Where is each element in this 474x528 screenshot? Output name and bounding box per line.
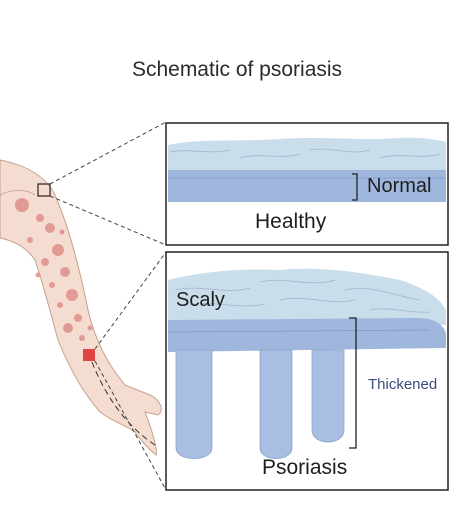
red-lesion-marker	[83, 349, 95, 361]
zoom-connectors	[49, 121, 167, 491]
shoulder-line	[0, 190, 36, 196]
healthy-scale-layer	[168, 137, 446, 172]
psoriasis-epidermis	[168, 318, 446, 352]
psoriasis-scale-layer	[168, 268, 446, 325]
arm-illustration	[0, 159, 162, 456]
scaly-label: Scaly	[176, 289, 225, 311]
healthy-caption: Healthy	[255, 210, 327, 233]
diagram-title: Schematic of psoriasis	[131, 58, 343, 81]
thickened-layer-label: Thickened	[368, 376, 438, 393]
arm-cut-line	[91, 361, 156, 446]
elongated-rete-ridges	[175, 349, 345, 459]
psoriasis-caption: Psoriasis	[262, 456, 348, 479]
arm-shape	[0, 159, 162, 456]
psoriasis-panel	[165, 251, 449, 491]
healthy-panel	[165, 122, 449, 246]
healthy-epidermis	[168, 170, 446, 202]
normal-skin-marker	[37, 183, 51, 197]
lesion-spots	[15, 198, 93, 341]
thickened-bracket	[349, 317, 357, 449]
normal-layer-label: Normal	[367, 175, 432, 197]
normal-bracket	[352, 173, 358, 201]
